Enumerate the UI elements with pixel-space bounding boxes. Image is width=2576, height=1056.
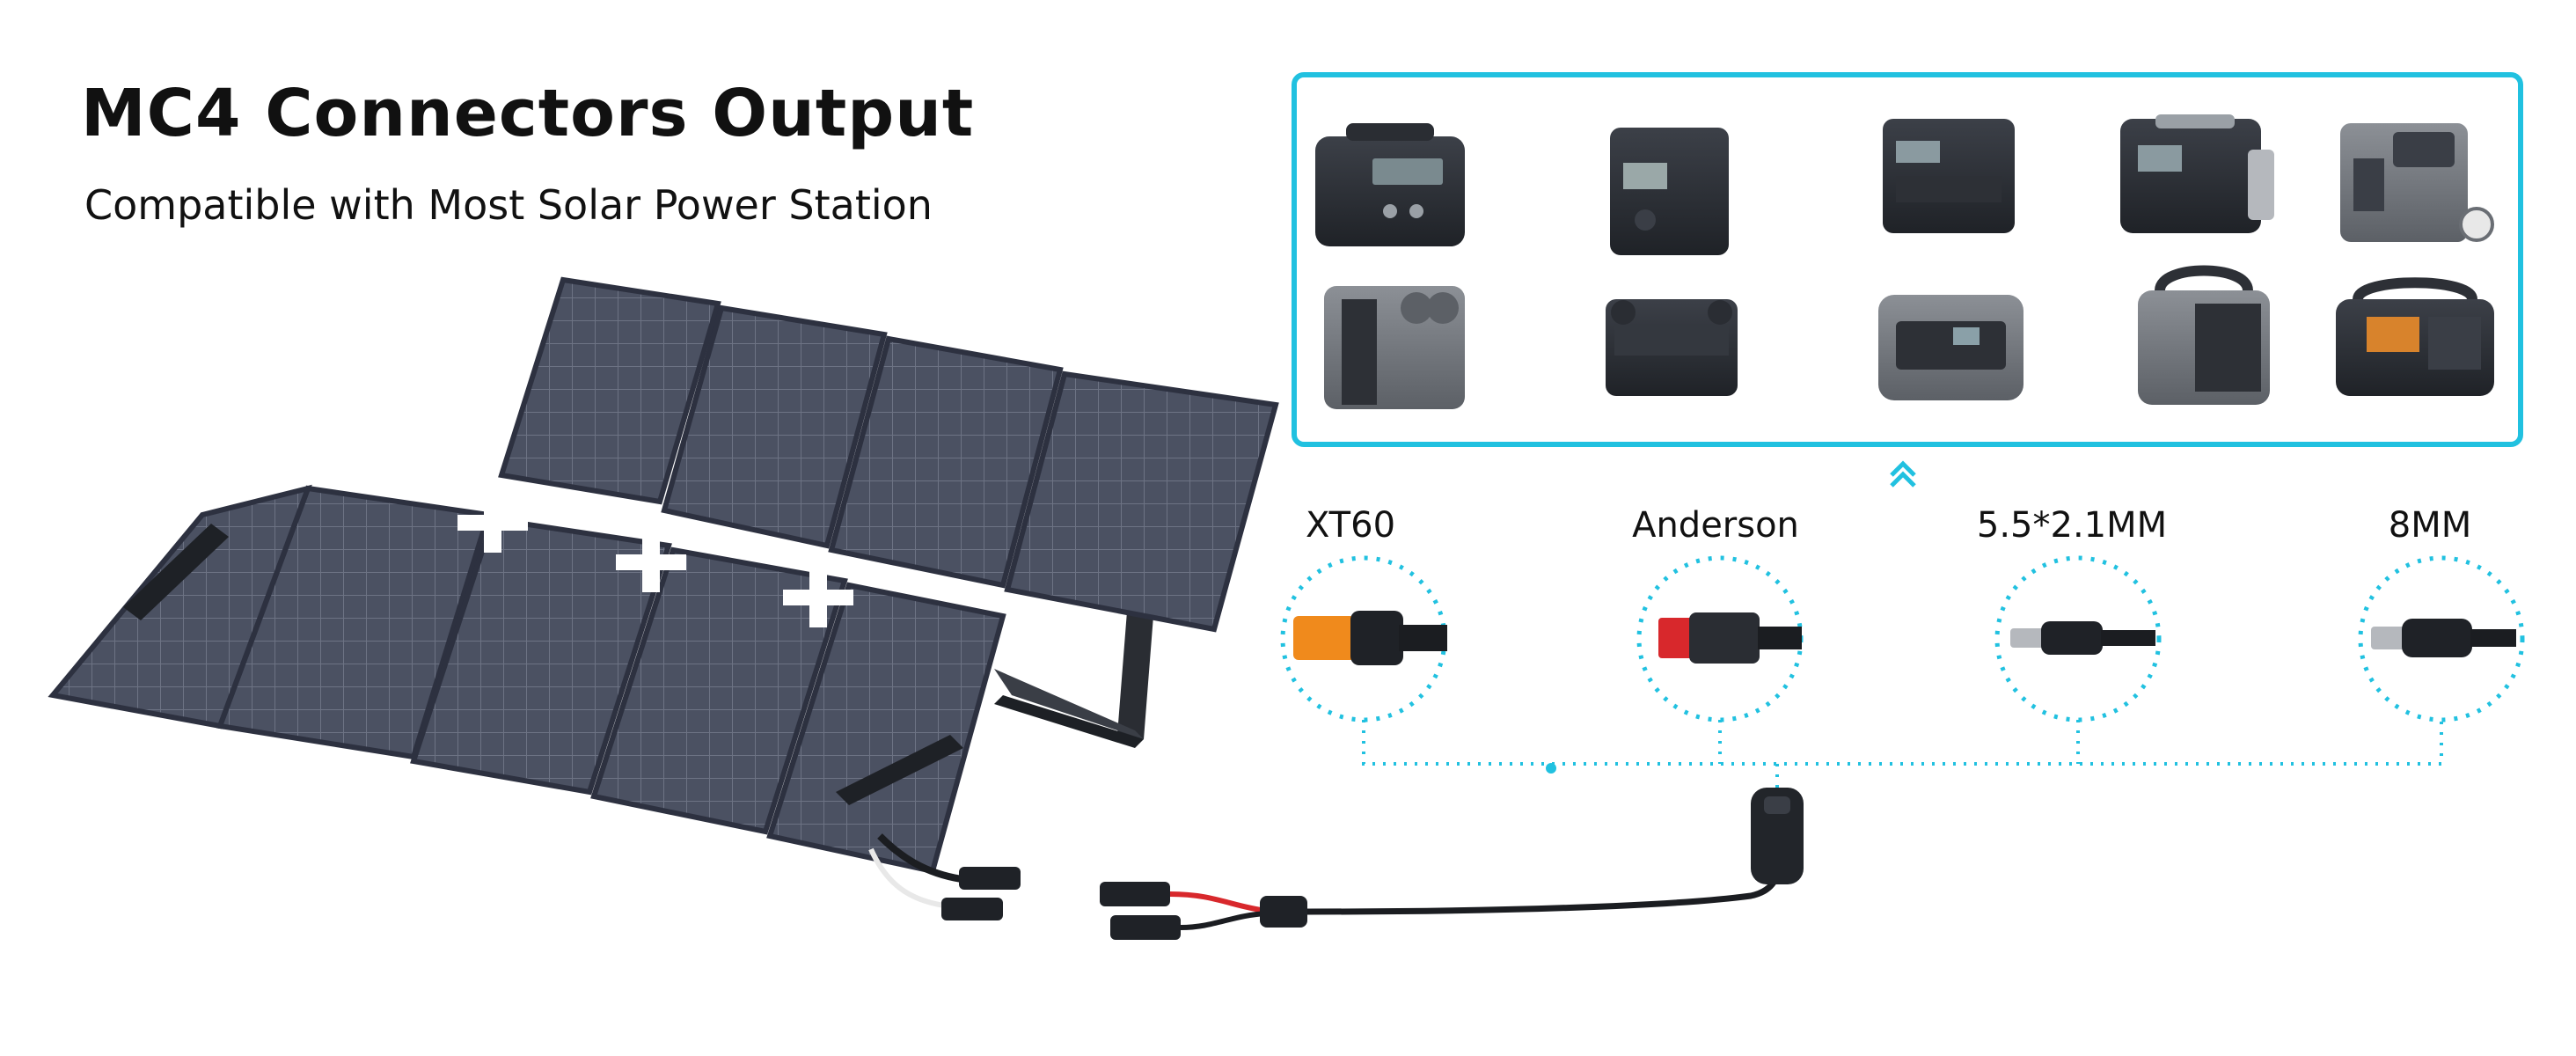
page-subtitle: Compatible with Most Solar Power Station: [84, 181, 933, 229]
right-handle: [836, 735, 963, 805]
power-station-3: [1883, 119, 2015, 233]
connector-label-xt60: XT60: [1305, 505, 1396, 546]
mc4-plug-minus: [1110, 915, 1181, 940]
panel-joints: [457, 493, 853, 627]
left-handle: [123, 524, 229, 620]
output-cable: [1100, 788, 1804, 940]
mc4-panel-plus: [959, 867, 1021, 890]
power-station-2: [1610, 128, 1729, 255]
barrel-5521-plug-icon: [2010, 621, 2155, 655]
power-station-7: [1606, 299, 1738, 396]
mc4-panel-minus: [941, 898, 1003, 920]
panel-back-2: [661, 304, 888, 549]
connector-label-5521: 5.5*2.1MM: [1976, 505, 2168, 546]
page-title: MC4 Connectors Output: [81, 76, 975, 151]
panel-back-1: [498, 276, 721, 505]
connector-label-anderson: Anderson: [1632, 505, 1799, 546]
panel-front-3: [590, 546, 848, 835]
barrel-8mm-plug-icon: [2371, 619, 2516, 657]
mc4-plug-plus: [1100, 882, 1170, 906]
output-socket: [1751, 788, 1804, 884]
panel-front-2: [410, 516, 672, 796]
chevron-up-icon: [1890, 460, 1916, 488]
power-station-9: [2138, 265, 2270, 405]
panel-back-4: [1004, 370, 1279, 633]
connector-links: [1362, 720, 2443, 788]
solar-panel: [48, 276, 1279, 920]
connector-label-8mm: 8MM: [2388, 505, 2472, 546]
anderson-plug-icon: [1658, 612, 1802, 664]
power-station-10: [2336, 277, 2494, 396]
power-station-6: [1324, 286, 1465, 409]
power-station-4: [2120, 114, 2274, 233]
power-station-5: [2340, 123, 2494, 242]
power-station-1: [1315, 123, 1465, 246]
panel-back-3: [828, 335, 1064, 589]
power-station-grid: [1315, 114, 2494, 409]
xt60-plug-icon: [1293, 611, 1447, 665]
power-station-8: [1878, 295, 2023, 400]
cable-splitter: [1260, 896, 1307, 928]
